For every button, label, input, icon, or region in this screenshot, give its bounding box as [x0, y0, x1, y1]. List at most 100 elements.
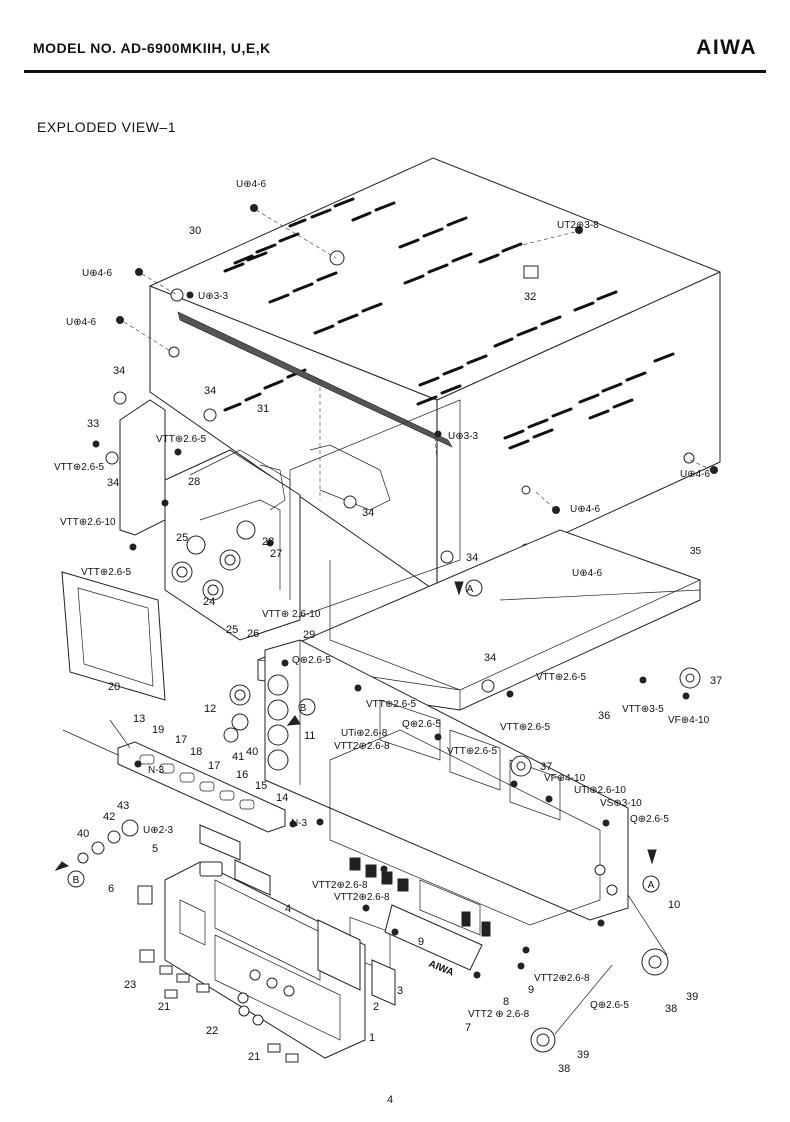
label-34-b: 34: [204, 385, 216, 397]
label-17-b: 17: [208, 760, 220, 772]
label-7: 7: [465, 1022, 471, 1034]
label-18: 18: [190, 746, 202, 758]
label-u46-mid2: U⊕4-6: [572, 568, 602, 579]
label-16: 16: [236, 769, 248, 781]
label-vtt265-b: VTT⊕2.6-5: [54, 462, 104, 473]
label-37-b: 37: [540, 761, 552, 773]
label-30: 30: [189, 225, 201, 237]
label-b-mid: B: [300, 703, 307, 714]
label-15: 15: [255, 780, 267, 792]
header-rule: [24, 70, 766, 73]
label-ut2-38: UT2⊕3-8: [557, 220, 599, 231]
page-number: 4: [387, 1094, 394, 1106]
label-25-b: 25: [226, 624, 238, 636]
label-u33-a: U⊕3-3: [198, 291, 228, 302]
label-28-a: 28: [188, 476, 200, 488]
label-vtt268-a: VTT2⊕2.6-8: [334, 741, 390, 752]
label-9-b: 9: [528, 984, 534, 996]
label-3: 3: [397, 985, 403, 997]
label-vtt2610-b: VTT⊕ 2.6-10: [262, 609, 321, 620]
label-u23: U⊕2-3: [143, 825, 173, 836]
label-vtt35: VTT⊕3-5: [622, 704, 664, 715]
label-36: 36: [598, 710, 610, 722]
label-2: 2: [373, 1001, 379, 1013]
sub-panel: [264, 639, 629, 973]
label-40-b: 40: [77, 828, 89, 840]
label-22: 22: [206, 1025, 218, 1037]
mechanism-bracket: [119, 399, 301, 641]
label-19: 19: [152, 724, 164, 736]
label-40-a: 40: [246, 746, 258, 758]
label-17-a: 17: [175, 734, 187, 746]
small-parts: [54, 391, 701, 1063]
label-41: 41: [232, 751, 244, 763]
label-vtt268-d: VTT2⊕2.6-8: [534, 973, 590, 984]
label-a-right: A: [648, 880, 655, 891]
label-23: 23: [124, 979, 136, 991]
label-vtt265-f: VTT⊕2.6-5: [500, 722, 550, 733]
label-26: 26: [247, 628, 259, 640]
label-37-a: 37: [710, 675, 722, 687]
label-12: 12: [204, 703, 216, 715]
label-u33-b: U⊕3-3: [448, 431, 478, 442]
label-4: 4: [285, 903, 291, 915]
label-9-a: 9: [418, 936, 424, 948]
label-vs310: VS⊕3-10: [600, 798, 642, 809]
front-panel: [164, 824, 483, 1059]
top-cover: [149, 157, 721, 593]
label-q265-a: Q⊕2.6-5: [292, 655, 331, 666]
label-q265-d: Q⊕2.6-5: [590, 1000, 629, 1011]
label-vtt268-c: VTT2⊕2.6-8: [334, 892, 390, 903]
label-vtt265-e: VTT⊕2.6-5: [366, 699, 416, 710]
label-42: 42: [103, 811, 115, 823]
label-vtt265-a: VTT⊕2.6-5: [156, 434, 206, 445]
label-33: 33: [87, 418, 99, 430]
label-6: 6: [108, 883, 114, 895]
label-5: 5: [152, 843, 158, 855]
label-q265-b: Q⊕2.6-5: [402, 719, 441, 730]
label-43: 43: [117, 800, 129, 812]
label-34-c: 34: [107, 477, 119, 489]
label-27: 27: [270, 548, 282, 560]
label-35: 35: [690, 546, 702, 557]
label-28-b: 28: [262, 536, 274, 548]
label-31: 31: [257, 403, 269, 415]
label-24: 24: [203, 596, 215, 608]
label-vtt265-c: VTT⊕2.6-5: [81, 567, 131, 578]
section-title: EXPLODED VIEW–1: [37, 119, 176, 135]
label-38-a: 38: [665, 1003, 677, 1015]
label-a-top: A: [467, 584, 474, 595]
label-14: 14: [276, 792, 288, 804]
cassette-window: [61, 571, 166, 701]
label-vtt268-b: VTT2⊕2.6-8: [312, 880, 368, 891]
label-vf410-b: VF⊕4-10: [544, 773, 586, 784]
label-u46-mid: U⊕4-6: [570, 504, 600, 515]
label-29: 29: [303, 629, 315, 641]
label-q265-c: Q⊕2.6-5: [630, 814, 669, 825]
header-brand: AIWA: [696, 36, 757, 59]
label-38-b: 38: [558, 1063, 570, 1075]
label-10: 10: [668, 899, 680, 911]
header-model-number: MODEL NO. AD-6900MKIIH, U,E,K: [33, 40, 271, 56]
label-11: 11: [304, 730, 315, 742]
label-n3-a: N-3: [148, 765, 165, 776]
label-34-f: 34: [484, 652, 496, 664]
part-labels: U⊕4-6 30 UT2⊕3-8 U⊕4-6 U⊕3-3 32 U⊕4-6 34…: [54, 179, 722, 1075]
label-39-a: 39: [686, 991, 698, 1003]
label-21-a: 21: [158, 1001, 170, 1013]
label-vtt268-e: VTT2 ⊕ 2.6-8: [468, 1009, 530, 1020]
label-8: 8: [503, 996, 509, 1008]
label-21-b: 21: [248, 1051, 260, 1063]
label-b-left: B: [73, 875, 80, 886]
label-vtt265-d: VTT⊕2.6-5: [536, 672, 586, 683]
label-u46-top: U⊕4-6: [236, 179, 266, 190]
label-vtt2610-a: VTT⊕2.6-10: [60, 517, 116, 528]
label-1: 1: [369, 1032, 375, 1044]
label-u46-right: U⊕4-6: [680, 469, 710, 480]
label-32: 32: [524, 291, 536, 303]
label-34-d: 34: [362, 507, 374, 519]
label-vtt265-g: VTT⊕2.6-5: [447, 746, 497, 757]
button-strip: [62, 719, 286, 833]
label-u46-left: U⊕4-6: [82, 268, 112, 279]
